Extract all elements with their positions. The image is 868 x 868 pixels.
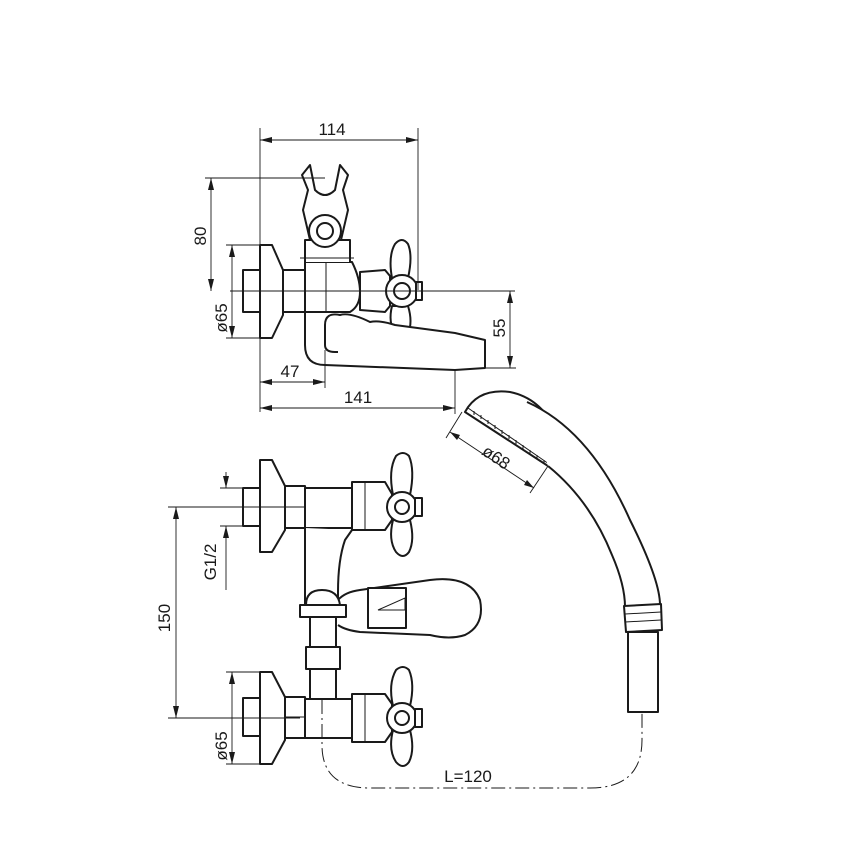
shower-handle-collar — [623, 603, 663, 633]
front-upper-handle-cap — [394, 499, 410, 515]
front-diverter-base — [299, 604, 347, 618]
shower-hose-end — [627, 631, 659, 713]
top-spout — [304, 312, 486, 371]
hose-path: L=120 — [321, 700, 643, 789]
front-lower-handle-bottom — [390, 729, 414, 767]
front-upper-handle-top — [390, 452, 414, 496]
front-upper-handle-bottom — [390, 519, 414, 557]
label-thread: G1/2 — [201, 544, 220, 581]
front-lower-column — [309, 668, 337, 700]
dimension-spout-length: 141 — [260, 370, 456, 414]
dimension-width-top: 114 — [259, 120, 419, 290]
label-height-top: 80 — [191, 227, 210, 246]
front-lower-handle-cap — [394, 710, 410, 726]
dimension-wall-offset: 47 — [259, 338, 326, 412]
shower-handle — [526, 401, 661, 608]
label-width-top: 114 — [318, 120, 345, 139]
dimension-spout-height: 55 — [486, 291, 516, 369]
label-center-distance: 150 — [155, 604, 174, 632]
top-view — [230, 164, 515, 371]
dimension-height-top: 80 — [191, 177, 325, 291]
label-diameter-bottom-flange: ø65 — [212, 731, 231, 760]
label-spout-height: 55 — [490, 319, 509, 338]
top-cross-handle-upper — [389, 239, 412, 279]
shower-nozzle-row — [473, 411, 545, 464]
front-upper-flange — [259, 459, 286, 553]
front-lower-handle-top — [390, 666, 414, 707]
label-hose-length: L=120 — [444, 767, 492, 786]
dimension-thread: G1/2 — [201, 472, 243, 590]
front-spout-lever — [367, 587, 407, 629]
top-valve-body — [304, 261, 361, 313]
dimension-diameter-bottom-flange: ø65 — [212, 671, 262, 765]
front-diverter-ring — [305, 646, 341, 670]
hose-line — [321, 700, 643, 789]
dimension-center-distance: 150 — [155, 507, 179, 718]
label-wall-offset: 47 — [281, 362, 300, 381]
top-wall-flange — [259, 244, 284, 339]
front-upper-pipe — [304, 487, 353, 529]
top-holder-ring-inner — [316, 222, 334, 240]
front-view — [168, 452, 482, 767]
dimension-diameter-top-flange: ø65 — [212, 244, 262, 339]
front-upper-handle-stem — [351, 481, 393, 531]
front-spout — [337, 578, 482, 639]
front-lower-pipe — [304, 698, 353, 739]
label-shower-head: ø68 — [479, 441, 514, 473]
label-diameter-top-flange: ø65 — [212, 303, 231, 332]
label-spout-length: 141 — [344, 388, 372, 407]
front-upper-handle-end — [414, 497, 423, 517]
front-diverter-column — [309, 616, 337, 648]
front-diverter-knob — [305, 589, 341, 606]
hand-shower — [464, 390, 663, 713]
front-lower-handle-end — [414, 708, 423, 728]
front-lower-connector — [242, 697, 261, 737]
